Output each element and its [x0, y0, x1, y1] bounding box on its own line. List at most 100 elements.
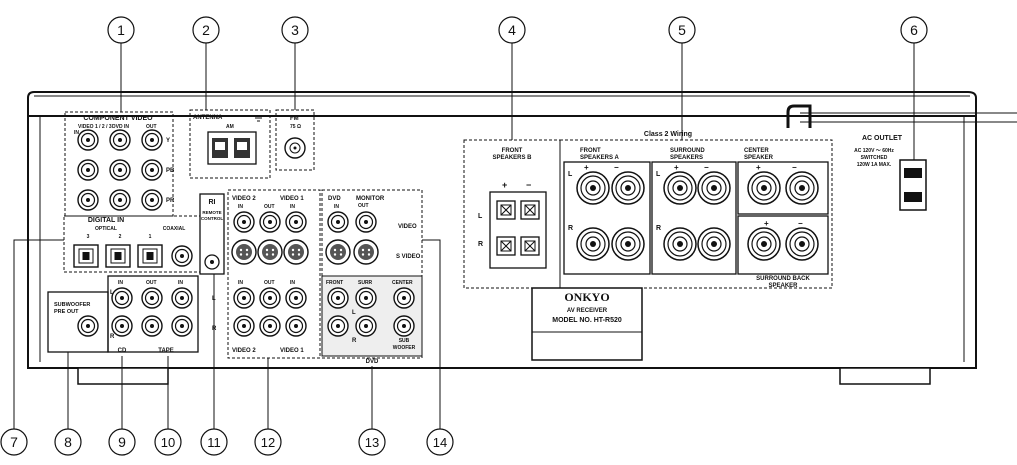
center-speaker-label: SPEAKER	[744, 155, 774, 161]
jack-cd-r[interactable]	[111, 315, 133, 337]
jack-cv1-y[interactable]	[77, 129, 99, 151]
l-label-sur: L	[656, 171, 661, 178]
jack-v1-out-audio-l[interactable]	[259, 287, 281, 309]
clip-b-r-plus[interactable]	[496, 236, 516, 256]
fm-ohm-label: 75 Ω	[290, 124, 301, 130]
post-sur-l-plus[interactable]	[663, 171, 697, 205]
coaxial-jack[interactable]	[171, 245, 193, 267]
jack-v1-out-svideo[interactable]	[257, 239, 283, 265]
subwoofer-pre-out-jack[interactable]	[77, 315, 99, 337]
callout-12-text: 12	[261, 435, 275, 450]
jack-dvd-video[interactable]	[327, 211, 349, 233]
callout-14-text: 14	[433, 435, 447, 450]
v2-audio-in-label: IN	[238, 280, 243, 286]
jack-dvd-front-l[interactable]	[327, 287, 349, 309]
callouts-top: 1 2 3 4 5 6	[107, 16, 928, 160]
minus-sb: −	[798, 219, 803, 228]
clip-b-r-minus[interactable]	[520, 236, 540, 256]
jack-v1-in-video[interactable]	[285, 211, 307, 233]
clip-b-l-plus[interactable]	[496, 200, 516, 220]
pr-label: PR	[166, 198, 175, 204]
jack-dvd-surr-r[interactable]	[355, 315, 377, 337]
jack-cv1-pb[interactable]	[77, 159, 99, 181]
jack-v2-in-video[interactable]	[233, 211, 255, 233]
y-label: Y	[166, 138, 170, 144]
jack-monitor-video[interactable]	[355, 211, 377, 233]
callout-5-text: 5	[678, 22, 686, 38]
ac-outlet-label: AC OUTLET	[862, 135, 903, 142]
optical-1-jack[interactable]	[137, 244, 163, 268]
jack-cv3-pb[interactable]	[141, 159, 163, 181]
jack-v2-audio-r[interactable]	[233, 315, 255, 337]
post-sb-minus[interactable]	[785, 227, 819, 261]
jack-v1-in-audio-r[interactable]	[285, 315, 307, 337]
r-label-fa: R	[568, 225, 573, 232]
jack-cv2-pr[interactable]	[109, 189, 131, 211]
ri-label: RI	[209, 199, 216, 206]
jack-v1-out-audio-r[interactable]	[259, 315, 281, 337]
optical-label: OPTICAL	[95, 226, 117, 232]
callout-3-text: 3	[291, 22, 299, 38]
jack-tape-in-l[interactable]	[171, 287, 193, 309]
remote-label: REMOTE	[202, 210, 221, 215]
jack-v2-svideo[interactable]	[231, 239, 257, 265]
post-fa-r-plus[interactable]	[576, 227, 610, 261]
post-sur-r-minus[interactable]	[697, 227, 731, 261]
l-label-fa: L	[568, 171, 573, 178]
post-center-plus[interactable]	[747, 171, 781, 205]
jack-dvd-center[interactable]	[393, 287, 415, 309]
tape-in-label: IN	[178, 280, 183, 286]
optical-3-jack[interactable]	[73, 244, 99, 268]
jack-monitor-svideo[interactable]	[353, 239, 379, 265]
post-center-minus[interactable]	[785, 171, 819, 205]
clip-b-l-minus[interactable]	[520, 200, 540, 220]
jack-v1-in-audio-l[interactable]	[285, 287, 307, 309]
fm-label: FM	[290, 116, 299, 122]
r-label-cd: R	[110, 334, 115, 340]
antenna-label: ANTENNA	[193, 115, 223, 121]
post-fa-r-minus[interactable]	[611, 227, 645, 261]
jack-v1-out-video[interactable]	[259, 211, 281, 233]
jack-cv3-y[interactable]	[141, 129, 163, 151]
jack-dvd-sub[interactable]	[393, 315, 415, 337]
callout-1-text: 1	[117, 22, 125, 38]
video1-label-top: VIDEO 1	[280, 196, 304, 202]
v1-in-label: IN	[290, 204, 295, 210]
plus-sur: +	[674, 163, 679, 172]
callout-13-text: 13	[365, 435, 379, 450]
in-label: IN	[74, 130, 79, 136]
jack-cv1-pr[interactable]	[77, 189, 99, 211]
control-label: CONTROL	[201, 216, 223, 221]
post-fa-l-minus[interactable]	[611, 171, 645, 205]
jack-tape-out-l[interactable]	[141, 287, 163, 309]
post-sur-l-minus[interactable]	[697, 171, 731, 205]
jack-dvd-svideo[interactable]	[325, 239, 351, 265]
jack-dvd-front-r[interactable]	[327, 315, 349, 337]
jack-cv2-y[interactable]	[109, 129, 131, 151]
plus-fa: +	[584, 163, 589, 172]
ac-outlet[interactable]	[899, 159, 927, 211]
jack-tape-in-r[interactable]	[171, 315, 193, 337]
jack-v1-in-svideo[interactable]	[283, 239, 309, 265]
jack-dvd-surr-l[interactable]	[355, 287, 377, 309]
jack-cv3-pr[interactable]	[141, 189, 163, 211]
jack-cv2-pb[interactable]	[109, 159, 131, 181]
post-sb-plus[interactable]	[747, 227, 781, 261]
ac-spec2: SWITCHED	[861, 155, 888, 161]
pre-out-label: PRE OUT	[54, 309, 79, 315]
surr-label: SURR	[358, 280, 373, 286]
dvd-multichannel-section: FRONT SURR CENTER L R SUB WOOFER DVD	[321, 275, 423, 365]
front-b-label: FRONT	[502, 148, 523, 154]
jack-tape-out-r[interactable]	[141, 315, 163, 337]
post-sur-r-plus[interactable]	[663, 227, 697, 261]
post-fa-l-plus[interactable]	[576, 171, 610, 205]
callout-4-text: 4	[508, 22, 516, 38]
jack-v2-audio-l[interactable]	[233, 287, 255, 309]
plus-b: +	[502, 180, 507, 190]
surround-label: SURROUND	[670, 148, 705, 154]
optical-2-jack[interactable]	[105, 244, 131, 268]
callouts-bottom: 7 8 9 10 11 12 13 14	[0, 239, 454, 456]
digital-in-label: DIGITAL IN	[88, 217, 124, 224]
jack-cd-l[interactable]	[111, 287, 133, 309]
